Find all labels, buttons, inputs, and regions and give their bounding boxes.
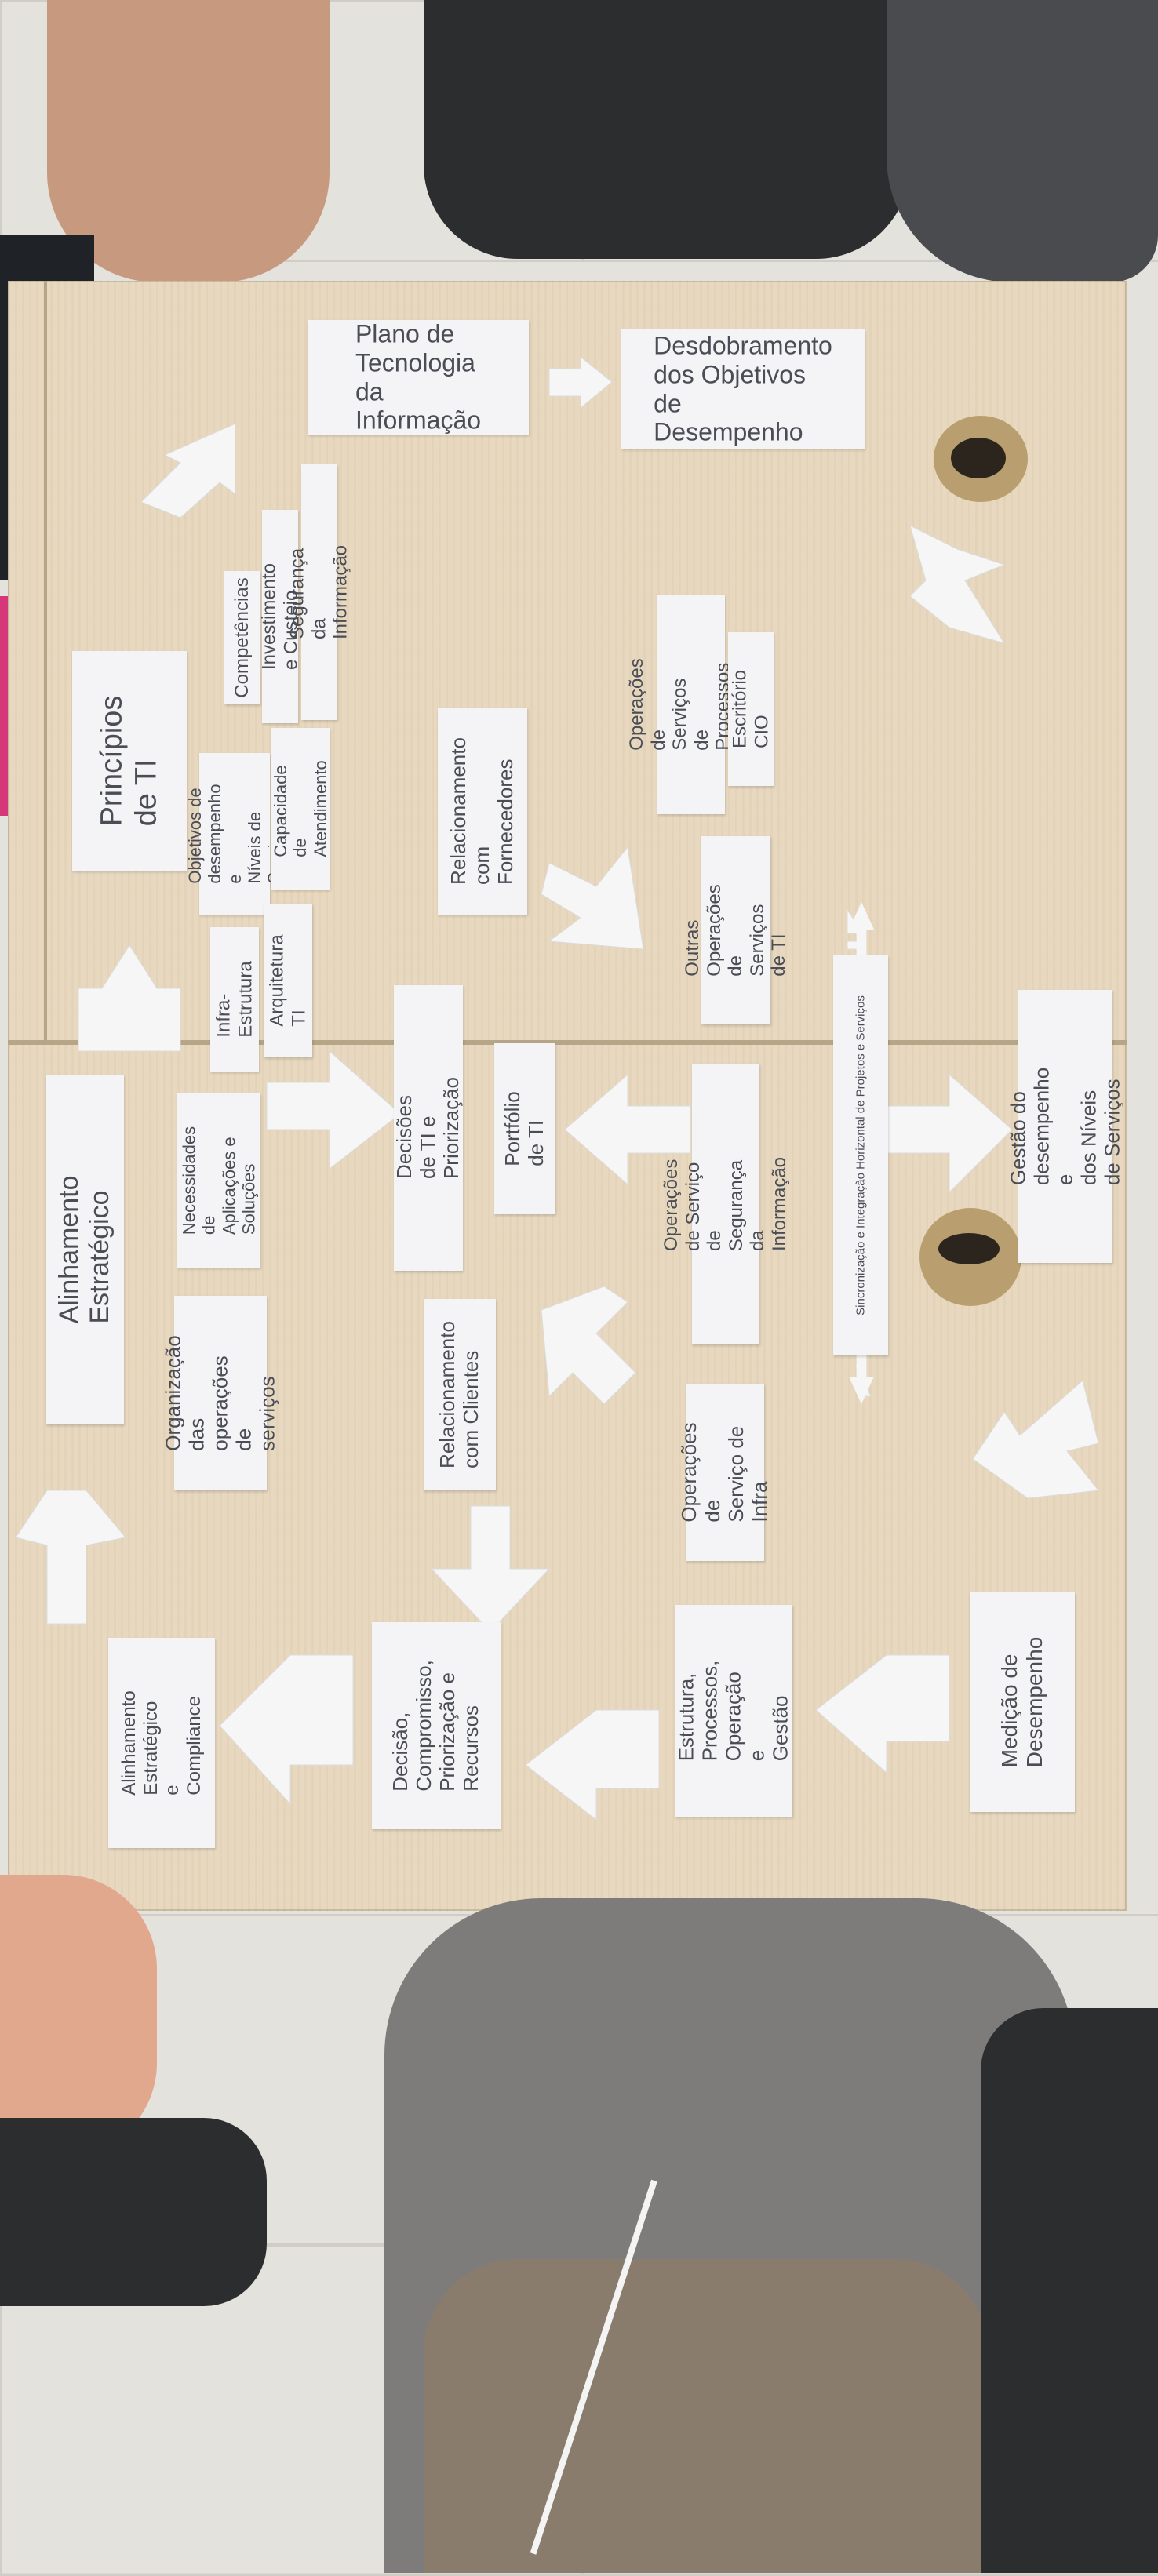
card-medicao-text: Medição de Desempenho (996, 1636, 1047, 1768)
card-organizacao: Organização das operações de serviços (161, 1296, 279, 1490)
desk-cable-hole (934, 416, 1028, 502)
card-arquitetura: Arquitetura TI (264, 904, 312, 1057)
arrow (815, 1654, 950, 1774)
card-arquitetura-text: Arquitetura TI (266, 934, 309, 1027)
arrow (541, 846, 644, 950)
card-decisoes-ti: Decisões de TI e Priorização (392, 985, 463, 1271)
person-hand-left (0, 1875, 157, 2157)
card-estrutura-processos: Estrutura, Processos, Operação e Gestão (674, 1605, 792, 1817)
desk-edge (44, 281, 47, 1040)
card-operacoes-infra: Operações de Serviço de Infra (677, 1384, 771, 1561)
card-principios: Princípios de TI (72, 651, 187, 871)
card-operacoes-seguranca: Operações de Serviço de Segurança da Inf… (661, 1064, 790, 1344)
card-desdobramento-text: Desdobramento dos Objetivos de Desempenh… (654, 331, 832, 446)
card-escritorio-cio: Escritório CIO (728, 632, 774, 786)
card-gestao-desempenho-text: Gestão do desempenho e dos Níveis de Ser… (1006, 1067, 1123, 1186)
card-decisoes-ti-text: Decisões de TI e Priorização (392, 1076, 463, 1180)
card-operacoes-infra-text: Operações de Serviço de Infra (677, 1422, 771, 1523)
card-principios-text: Princípios de TI (95, 695, 162, 827)
card-objetivos-text: Objetivos de desempenho e Níveis de Serv… (184, 784, 284, 884)
card-relacionamento-fornecedores-text: Relacionamento com Fornecedores (446, 737, 517, 885)
card-seguranca-info-text: Segurança da Informação (286, 544, 351, 640)
card-plano-ti-text: Plano de Tecnologia da Informação (355, 319, 482, 435)
card-portfolio-text: Portfólio de TI (501, 1091, 548, 1166)
chair-top (424, 0, 910, 259)
arrow (219, 1654, 354, 1806)
card-decisao-compromisso-text: Decisão, Compromisso, Priorização e Recu… (388, 1660, 482, 1792)
card-organizacao-text: Organização das operações de serviços (161, 1335, 279, 1451)
arrow (430, 1505, 551, 1632)
arrow (972, 1380, 1099, 1499)
arrow (548, 355, 613, 409)
arrow (886, 1073, 1013, 1194)
arrow (525, 1709, 660, 1821)
card-alinhamento-compliance-text: Alinhamento Estratégico e Compliance (118, 1690, 205, 1796)
card-competencias-text: Competências (231, 577, 253, 698)
card-desdobramento: Desdobramento dos Objetivos de Desempenh… (621, 329, 865, 449)
desk-seam (8, 1040, 1127, 1045)
card-relacionamento-clientes: Relacionamento com Clientes (424, 1299, 496, 1490)
chair-bottom-left (0, 2118, 267, 2306)
card-alinhamento-estrategico-text: Alinhamento Estratégico (53, 1175, 115, 1324)
card-relacionamento-fornecedores: Relacionamento com Fornecedores (438, 708, 527, 915)
card-decisao-compromisso: Decisão, Compromisso, Priorização e Recu… (372, 1622, 501, 1829)
chair-top-right (887, 0, 1158, 282)
card-estrutura-processos-text: Estrutura, Processos, Operação e Gestão (674, 1660, 792, 1762)
card-objetivos: Objetivos de desempenho e Níveis de Serv… (185, 753, 284, 915)
arrow (15, 1490, 126, 1625)
arrow (140, 423, 236, 518)
arrow (78, 944, 181, 1052)
card-investimento: Investimento e Custeio (258, 510, 301, 723)
card-outras-operacoes-text: Outras Operações de Serviços de TI (682, 884, 790, 977)
card-alinhamento-compliance: Alinhamento Estratégico e Compliance (108, 1638, 215, 1848)
desk-cable-hole (919, 1208, 1021, 1306)
card-sincronizacao: Sincronização e Integração Horizontal de… (833, 955, 888, 1355)
card-seguranca-info: Segurança da Informação (287, 464, 351, 720)
card-plano-ti: Plano de Tecnologia da Informação (308, 319, 529, 435)
card-infra-estrutura-text: Infra-Estrutura (213, 961, 256, 1038)
card-sincronizacao-text: Sincronização e Integração Horizontal de… (854, 995, 868, 1315)
card-portfolio: Portfólio de TI (494, 1043, 555, 1214)
person-legs-top (47, 0, 330, 282)
arrow (266, 1050, 401, 1170)
card-gestao-desempenho: Gestão do desempenho e dos Níveis de Ser… (1006, 990, 1123, 1263)
card-operacoes-seguranca-text: Operações de Serviço de Segurança da Inf… (661, 1156, 791, 1252)
person-shorts (424, 2259, 989, 2573)
card-capacidade: Capacidade de Atendimento (271, 728, 330, 890)
arrow (564, 1073, 691, 1186)
card-operacoes-processos: Operações de Serviços de Processos e Sis… (626, 595, 756, 814)
card-escritorio-cio-text: Escritório CIO (729, 669, 772, 749)
card-capacidade-text: Capacidade de Atendimento (271, 760, 330, 857)
arrow (909, 525, 1006, 644)
card-competencias: Competências (224, 571, 260, 704)
card-infra-estrutura: Infra-Estrutura (210, 927, 259, 1072)
card-medicao: Medição de Desempenho (970, 1592, 1075, 1812)
card-relacionamento-clientes-text: Relacionamento com Clientes (435, 1321, 482, 1468)
card-outras-operacoes: Outras Operações de Serviços de TI (682, 836, 789, 1024)
arrow (541, 1286, 636, 1405)
card-necessidades-text: Necessidades de Aplicações e Soluções (179, 1126, 259, 1235)
card-necessidades: Necessidades de Aplicações e Soluções (177, 1093, 260, 1268)
chair-bottom-right (981, 2008, 1158, 2573)
card-alinhamento-estrategico: Alinhamento Estratégico (46, 1075, 124, 1424)
